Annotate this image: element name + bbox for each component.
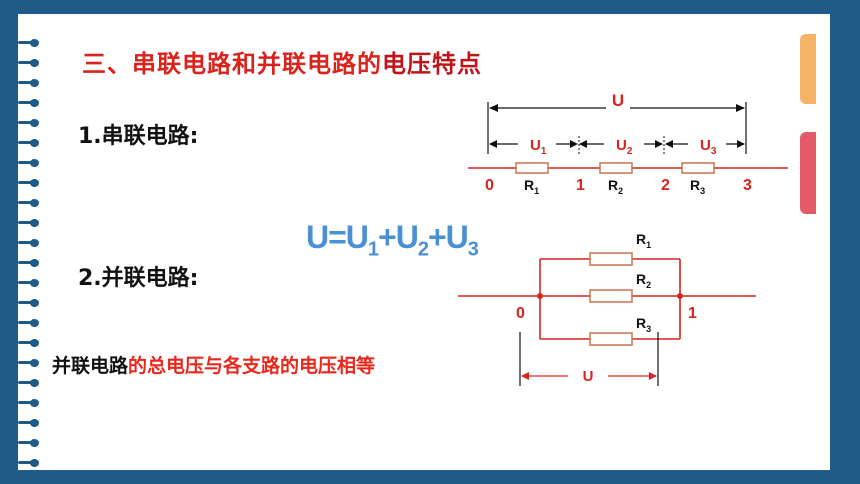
point-1: 1 [576, 177, 585, 194]
formula-eq: =U [328, 219, 369, 255]
total-span-arrowhead-right [736, 104, 745, 112]
formula-sub-1: 1 [367, 238, 379, 261]
formula-plus-1: +U [378, 219, 419, 255]
ring-binding [18, 398, 44, 408]
r2-label: R2 [608, 177, 623, 196]
note-red: 的总电压与各支路的电压相等 [128, 355, 376, 377]
section-series-label: 1.串联电路: [78, 124, 199, 149]
formula-sub-2: 2 [417, 238, 429, 261]
parallel-resistor-r3 [589, 332, 633, 346]
ring-binding [18, 238, 44, 248]
seg1-arrowhead-right [570, 140, 578, 148]
tab-orange[interactable] [800, 34, 816, 104]
tab-pink[interactable] [800, 132, 816, 214]
point-0: 0 [485, 177, 494, 194]
ring-binding [18, 438, 44, 448]
ring-binding [18, 418, 44, 428]
formula-sub-3: 3 [467, 238, 479, 261]
point-2: 2 [661, 177, 670, 194]
parallel-resistor-r2 [589, 289, 633, 303]
slide: 三、串联电路和并联电路的电压特点 1.串联电路: 2.并联电路: U=U1+U2… [18, 14, 830, 470]
ring-binding [18, 378, 44, 388]
total-span-arrowhead-left [489, 104, 498, 112]
parallel-circuit-diagram: R1 R2 R3 0 1 U [458, 231, 756, 386]
ring-binding [18, 258, 44, 268]
seg1-label: U1 [530, 137, 547, 157]
notebook-rings [18, 38, 44, 478]
series-circuit-diagram: U U1 U2 U3 0 1 2 3 R1 [468, 91, 788, 196]
seg3-arrowhead-right [737, 140, 745, 148]
title-highlight: 电压特点 [382, 50, 482, 78]
resistor-r3 [681, 162, 715, 174]
r1-label: R1 [524, 177, 539, 196]
total-voltage-label: U [612, 91, 624, 110]
segment-arrows [489, 136, 745, 154]
ring-binding [18, 98, 44, 108]
formula-u: U [306, 219, 329, 255]
ring-binding [18, 358, 44, 368]
seg3-label: U3 [700, 137, 717, 157]
point-3: 3 [743, 177, 752, 194]
pr1-label: R1 [636, 231, 651, 250]
ring-binding [18, 318, 44, 328]
r3-label: R3 [690, 177, 705, 196]
ring-binding [18, 338, 44, 348]
node-1-dot [677, 293, 683, 299]
voltage-formula: U=U1+U2+U3 [306, 219, 479, 261]
u-arrowhead-right [649, 372, 657, 380]
parallel-resistor-r1 [589, 252, 633, 266]
seg2-arrowhead-left [579, 140, 587, 148]
note-black: 并联电路 [52, 355, 129, 377]
title-prefix: 三、串联电路和并联电路的 [82, 50, 382, 78]
node-1-label: 1 [688, 305, 697, 322]
ring-binding [18, 38, 44, 48]
ring-binding [18, 158, 44, 168]
ring-binding [18, 218, 44, 228]
page-title: 三、串联电路和并联电路的电压特点 [82, 44, 482, 79]
ring-binding [18, 458, 44, 468]
formula-plus-2: +U [427, 219, 469, 255]
node-0-label: 0 [516, 305, 525, 322]
pr3-label: R3 [636, 315, 651, 334]
parallel-conclusion: 并联电路的总电压与各支路的电压相等 [52, 351, 375, 378]
ring-binding [18, 178, 44, 188]
node-0-dot [537, 293, 543, 299]
ring-binding [18, 298, 44, 308]
pr2-label: R2 [636, 271, 651, 290]
ring-binding [18, 58, 44, 68]
ring-binding [18, 198, 44, 208]
section-parallel-label: 2.并联电路: [78, 266, 199, 291]
seg3-arrowhead-left [665, 140, 673, 148]
u-arrowhead-left [521, 372, 529, 380]
ring-binding [18, 138, 44, 148]
ring-binding [18, 118, 44, 128]
seg2-label: U2 [616, 137, 633, 157]
resistor-r2 [599, 162, 633, 174]
resistor-r1 [515, 162, 549, 174]
ring-binding [18, 78, 44, 88]
seg2-arrowhead-right [655, 140, 663, 148]
ring-binding [18, 278, 44, 288]
seg1-arrowhead-left [489, 140, 497, 148]
parallel-voltage-label: U [583, 368, 594, 385]
